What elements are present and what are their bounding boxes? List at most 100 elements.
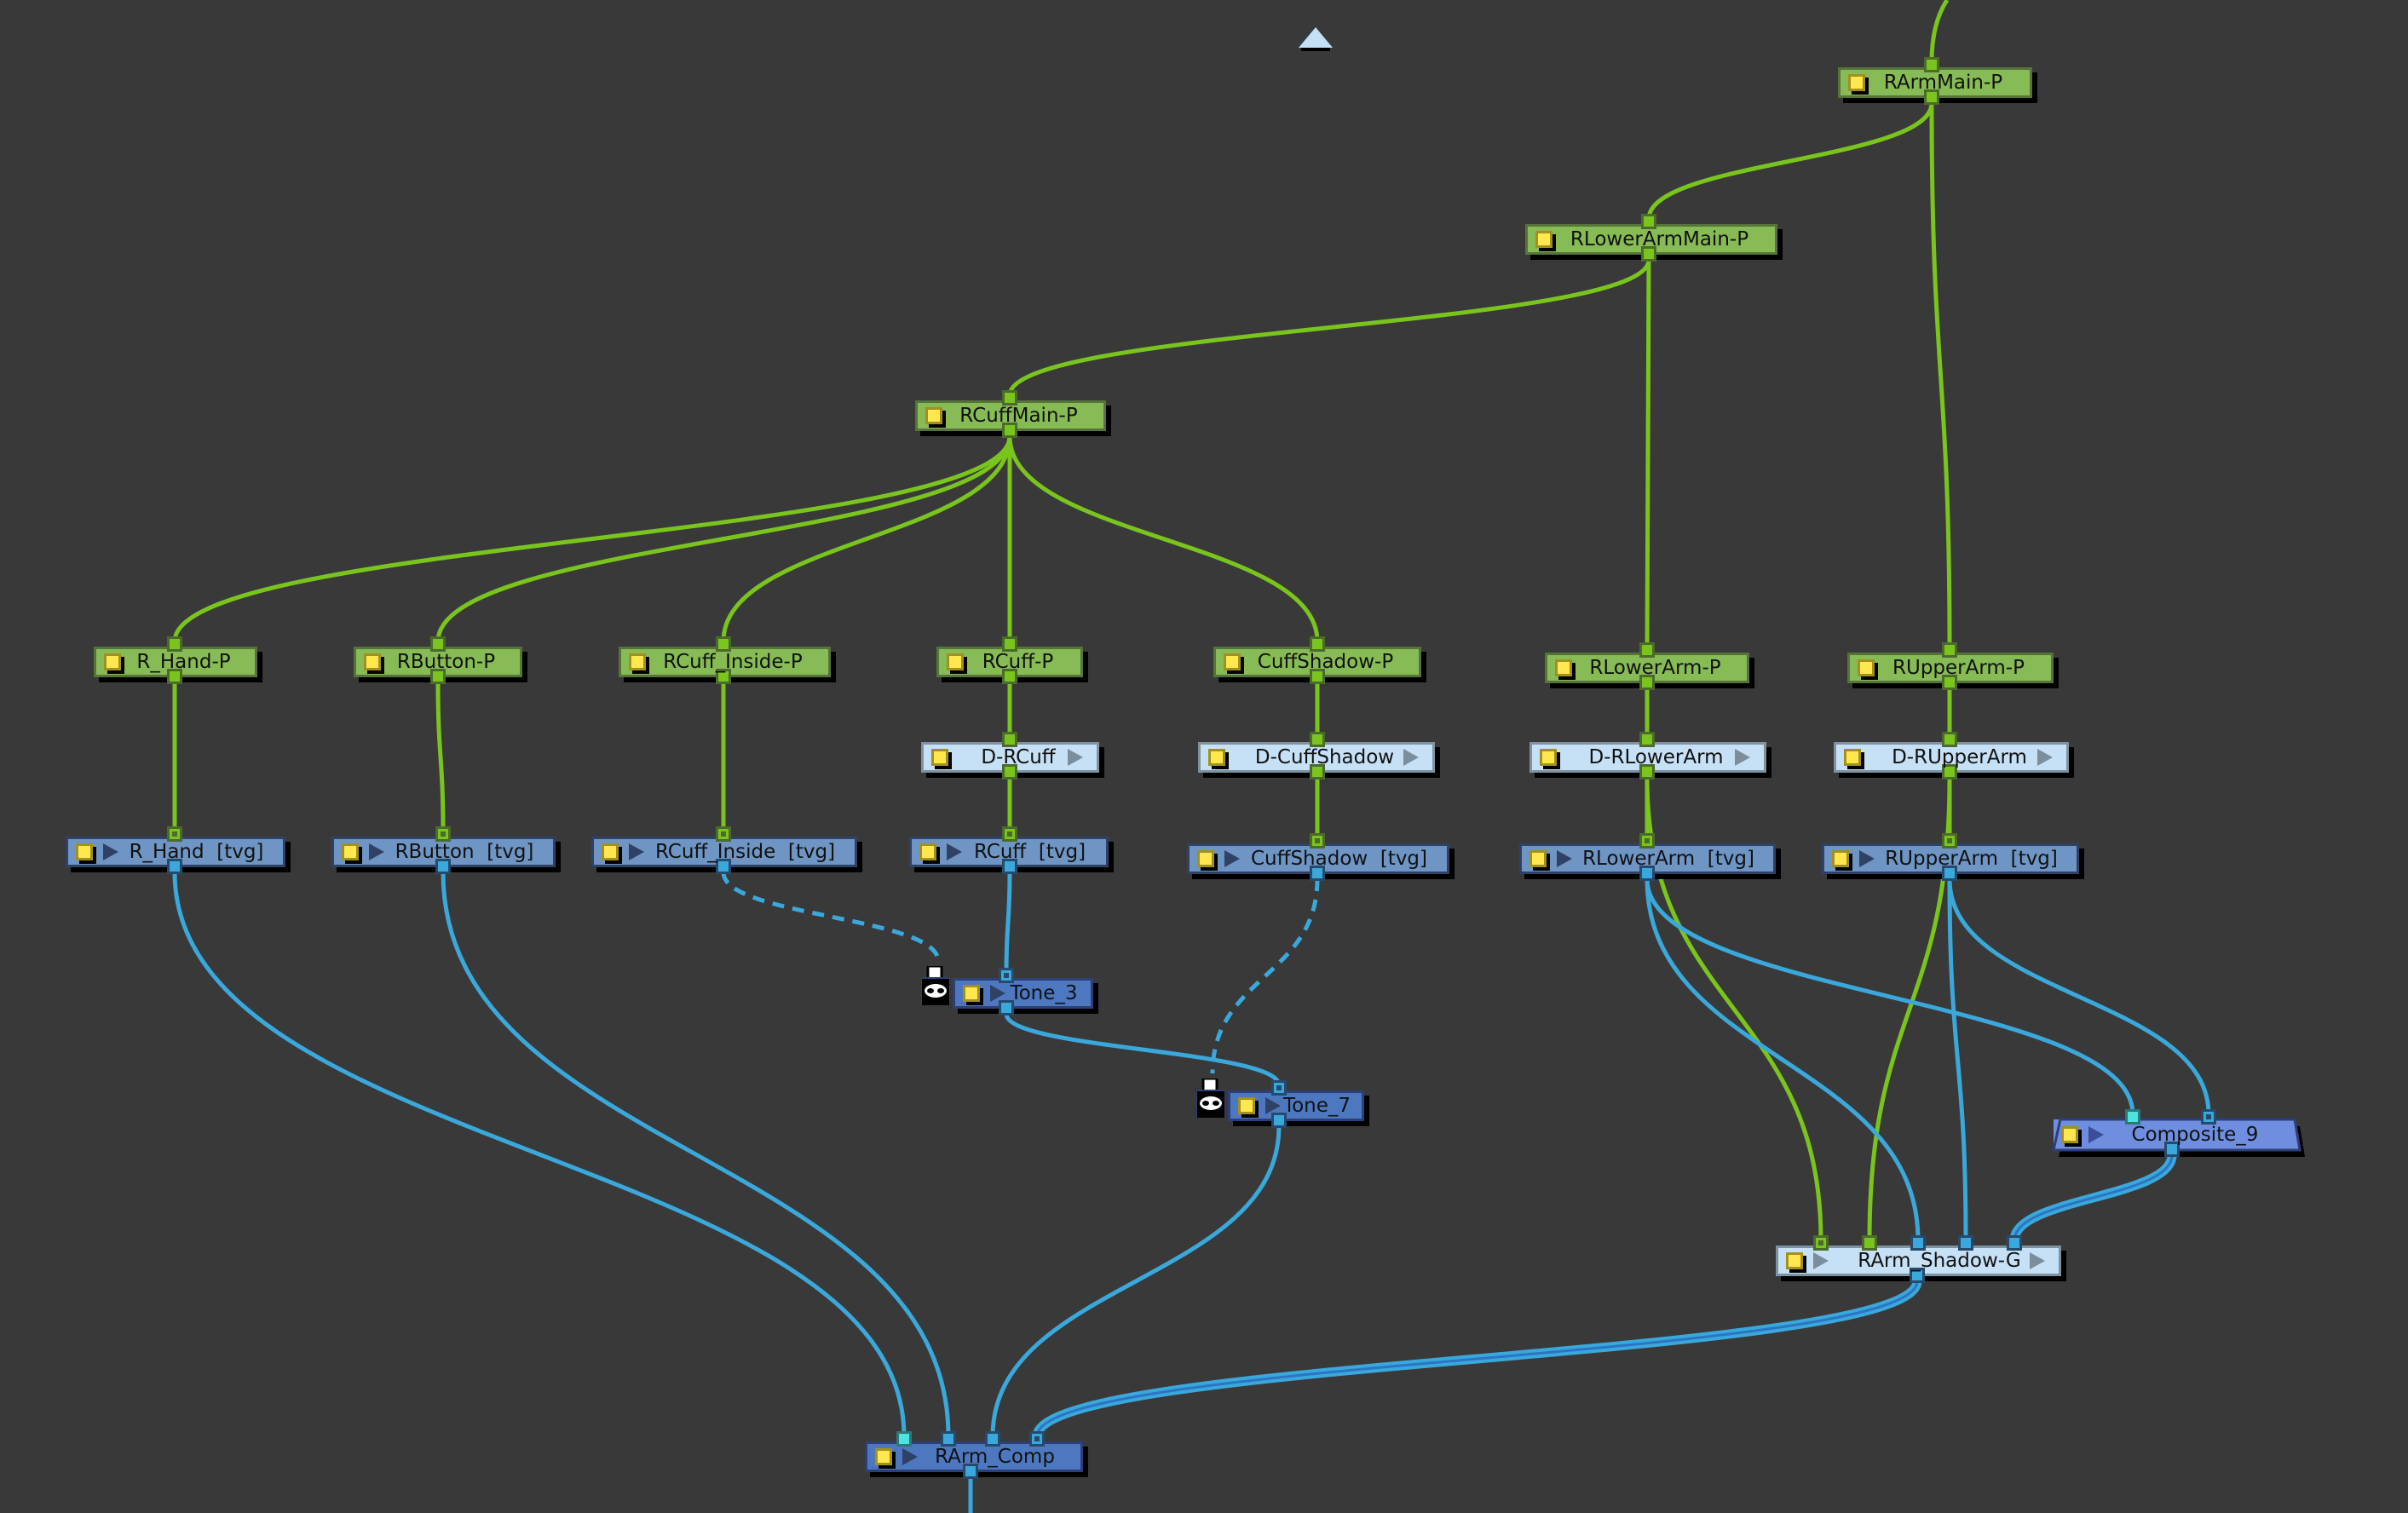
input-port[interactable] xyxy=(1924,57,1939,72)
input-port[interactable] xyxy=(896,1431,912,1447)
enable-toggle-icon[interactable] xyxy=(1858,659,1875,676)
matte-mask-icon[interactable] xyxy=(921,966,950,1005)
input-port[interactable] xyxy=(2201,1109,2216,1125)
node-rcuff-p[interactable]: RCuff-P xyxy=(936,647,1083,677)
node-rbutton[interactable]: RButton [tvg] xyxy=(331,837,556,867)
input-port[interactable] xyxy=(1639,732,1655,747)
wire-RArm_Shadow-G-to-RArm_Comp-core[interactable] xyxy=(1037,1281,1917,1436)
wire-Tone_3-to-Tone_7[interactable] xyxy=(1006,1014,1279,1085)
enable-toggle-icon[interactable] xyxy=(1197,850,1214,867)
input-port[interactable] xyxy=(716,636,731,652)
enable-toggle-icon[interactable] xyxy=(931,749,948,766)
node-rbutton-p[interactable]: RButton-P xyxy=(354,647,522,677)
input-port[interactable] xyxy=(1002,826,1017,842)
expand-arrow-icon[interactable] xyxy=(1813,1252,1829,1269)
enable-toggle-icon[interactable] xyxy=(919,843,936,860)
input-port[interactable] xyxy=(941,1431,956,1447)
input-port[interactable] xyxy=(1310,636,1325,652)
expand-arrow-icon[interactable] xyxy=(990,985,1005,1002)
input-port[interactable] xyxy=(167,636,182,652)
input-port[interactable] xyxy=(2125,1109,2140,1125)
node-tone-7[interactable]: Tone_7 xyxy=(1228,1090,1364,1121)
node-rlowerarm[interactable]: RLowerArm [tvg] xyxy=(1519,843,1776,874)
input-port[interactable] xyxy=(1639,833,1655,849)
input-port[interactable] xyxy=(1639,642,1655,658)
scroll-up-arrow-icon[interactable] xyxy=(1299,27,1333,48)
expand-arrow-icon[interactable] xyxy=(947,843,962,860)
enable-toggle-icon[interactable] xyxy=(1238,1097,1255,1114)
node-r-hand-p[interactable]: R_Hand-P xyxy=(94,647,257,677)
wire-CuffShadow-to-Tone_7[interactable] xyxy=(1213,879,1317,1073)
expand-arrow-icon[interactable] xyxy=(1224,850,1240,867)
wire-Composite_9-to-RArm_Shadow-G-core[interactable] xyxy=(2014,1155,2172,1240)
enable-toggle-icon[interactable] xyxy=(76,843,93,860)
node-rcuff-inside[interactable]: RCuff_Inside [tvg] xyxy=(591,837,857,867)
matte-mask-icon[interactable] xyxy=(1196,1079,1225,1118)
input-port[interactable] xyxy=(1002,732,1017,747)
wire-RArmMain-P-to-RLowerArmMain-P[interactable] xyxy=(1649,103,1932,219)
node-rcuffmain-p[interactable]: RCuffMain-P xyxy=(915,400,1106,431)
node-tone-3[interactable]: Tone_3 xyxy=(953,978,1093,1009)
node-rcuff[interactable]: RCuff [tvg] xyxy=(909,837,1109,867)
node-d-rlowerarm[interactable]: D-RLowerArm xyxy=(1529,742,1766,773)
node-cuffshadow[interactable]: CuffShadow [tvg] xyxy=(1187,843,1449,874)
enable-toggle-icon[interactable] xyxy=(602,843,619,860)
expand-arrow-icon[interactable] xyxy=(1265,1097,1281,1114)
input-port[interactable] xyxy=(1910,1235,1926,1251)
enable-toggle-icon[interactable] xyxy=(1786,1252,1803,1269)
wire-RCuff-to-Tone_3[interactable] xyxy=(1006,872,1010,973)
node-rupperarm[interactable]: RUpperArm [tvg] xyxy=(1822,843,2079,874)
enable-toggle-icon[interactable] xyxy=(1535,231,1553,248)
input-port[interactable] xyxy=(430,636,446,652)
input-port[interactable] xyxy=(1942,732,1957,747)
node-cuffshadow-p[interactable]: CuffShadow-P xyxy=(1213,647,1421,677)
input-port[interactable] xyxy=(1958,1235,1973,1251)
enable-toggle-icon[interactable] xyxy=(364,653,381,670)
input-port[interactable] xyxy=(1942,642,1957,658)
enable-toggle-icon[interactable] xyxy=(1848,74,1865,91)
node-d-cuffshadow[interactable]: D-CuffShadow xyxy=(1198,742,1435,773)
expand-arrow-icon[interactable] xyxy=(103,843,118,860)
wire-RLowerArmMain-P-to-RLowerArm-P[interactable] xyxy=(1647,260,1649,647)
wire-RLowerArmMain-P-to-RCuffMain-P[interactable] xyxy=(1010,260,1649,395)
enable-toggle-icon[interactable] xyxy=(1832,850,1849,867)
enable-toggle-icon[interactable] xyxy=(1555,659,1572,676)
node-rupperarm-p[interactable]: RUpperArm-P xyxy=(1847,653,2054,683)
expand-arrow-icon[interactable] xyxy=(2088,1126,2104,1143)
node-r-hand[interactable]: R_Hand [tvg] xyxy=(66,837,285,867)
input-port[interactable] xyxy=(716,826,731,842)
input-port[interactable] xyxy=(435,826,451,842)
enable-toggle-icon[interactable] xyxy=(1224,653,1241,670)
input-port[interactable] xyxy=(1271,1080,1287,1096)
enable-toggle-icon[interactable] xyxy=(1844,749,1861,766)
enable-toggle-icon[interactable] xyxy=(2061,1126,2078,1143)
enable-toggle-icon[interactable] xyxy=(963,985,980,1002)
wire-RCuffMain-P-to-RCuff_Inside-P[interactable] xyxy=(723,436,1010,641)
wire-RButton-P-to-RButton[interactable] xyxy=(438,682,443,831)
wire-into-RArmMain-P[interactable] xyxy=(1932,0,1947,62)
enable-toggle-icon[interactable] xyxy=(104,653,121,670)
enable-toggle-icon[interactable] xyxy=(1529,850,1547,867)
wire-RCuffMain-P-to-CuffShadow-P[interactable] xyxy=(1010,436,1317,641)
expand-arrow-icon[interactable] xyxy=(1557,850,1572,867)
expand-arrow-icon[interactable] xyxy=(369,843,384,860)
input-port[interactable] xyxy=(1002,636,1017,652)
wire-RUpperArm-to-RArm_Shadow-G[interactable] xyxy=(1950,879,1966,1240)
node-d-rupperarm[interactable]: D-RUpperArm xyxy=(1834,742,2069,773)
wire-RCuffMain-P-to-RButton-P[interactable] xyxy=(438,436,1010,641)
enable-toggle-icon[interactable] xyxy=(1540,749,1557,766)
input-port[interactable] xyxy=(2007,1235,2022,1251)
input-port[interactable] xyxy=(1029,1431,1045,1447)
wire-R_Hand-to-RArm_Comp[interactable] xyxy=(175,872,904,1436)
node-rarmmain-p[interactable]: RArmMain-P xyxy=(1838,67,2032,98)
enable-toggle-icon[interactable] xyxy=(629,653,646,670)
wire-Tone_7-to-RArm_Comp[interactable] xyxy=(993,1126,1279,1436)
wire-RArmMain-P-to-RUpperArm-P[interactable] xyxy=(1932,103,1950,647)
expand-arrow-icon[interactable] xyxy=(629,843,644,860)
input-port[interactable] xyxy=(1002,390,1017,406)
input-port[interactable] xyxy=(1641,214,1656,229)
input-port[interactable] xyxy=(985,1431,1000,1447)
enable-toggle-icon[interactable] xyxy=(925,407,942,424)
input-port[interactable] xyxy=(1813,1235,1829,1251)
node-d-rcuff[interactable]: D-RCuff xyxy=(921,742,1099,773)
